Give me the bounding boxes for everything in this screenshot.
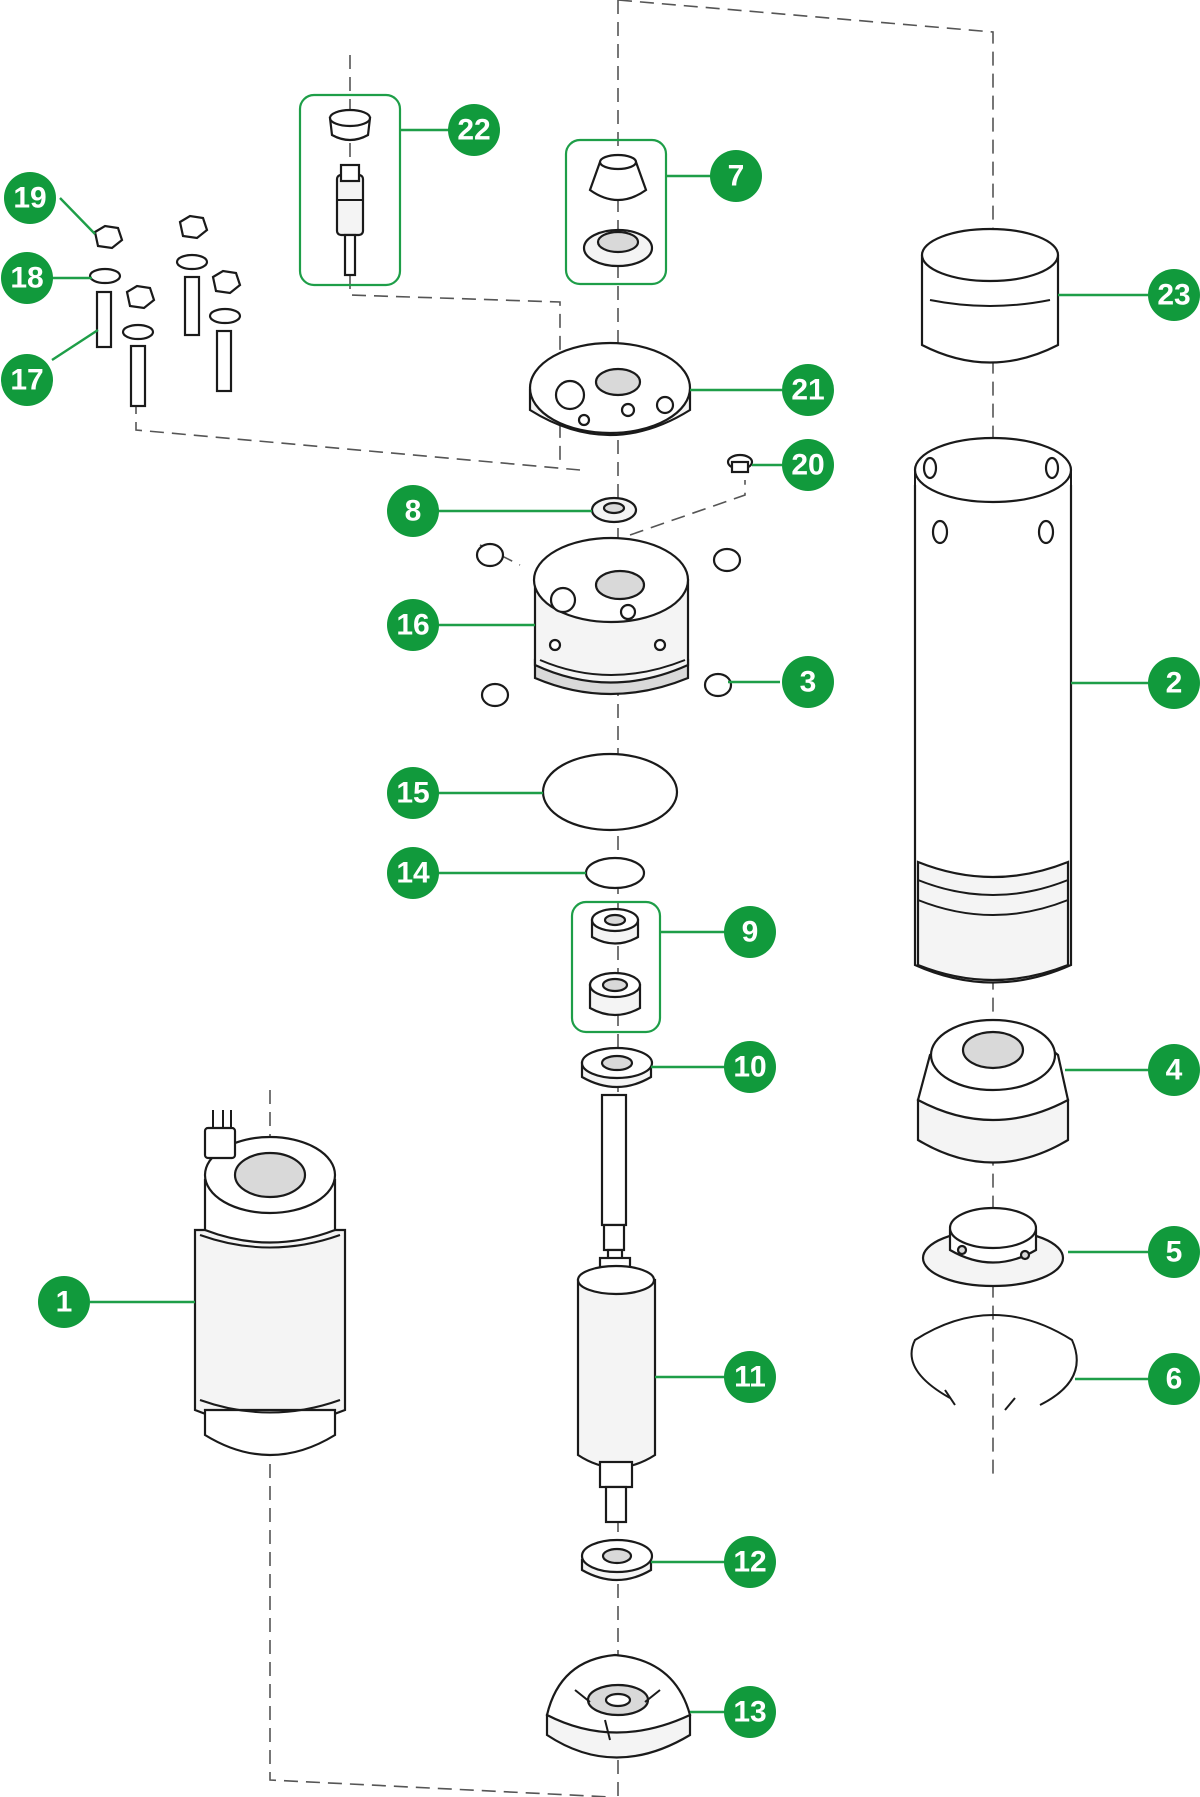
- part-13-bottom-plate: [545, 1653, 692, 1759]
- svg-text:17: 17: [10, 364, 43, 397]
- part-19-nuts: [93, 214, 242, 310]
- leader-lines: [51, 128, 1148, 1714]
- callout-15: 15: [387, 767, 439, 819]
- group-box-9: [570, 900, 662, 1034]
- callout-2: 2: [1148, 657, 1200, 709]
- part-5-bearing-ring: [921, 1206, 1065, 1288]
- callout-19: 19: [4, 172, 56, 224]
- part-10-upper-bearing: [580, 1046, 654, 1088]
- svg-text:5: 5: [1166, 1236, 1183, 1269]
- svg-text:14: 14: [396, 857, 430, 890]
- part-7-seal-set: [582, 153, 654, 268]
- svg-text:20: 20: [791, 449, 824, 482]
- callout-10: 10: [724, 1041, 776, 1093]
- svg-text:2: 2: [1166, 667, 1183, 700]
- svg-text:18: 18: [10, 262, 43, 295]
- callout-9: 9: [724, 906, 776, 958]
- svg-text:4: 4: [1166, 1054, 1183, 1087]
- svg-text:6: 6: [1166, 1363, 1183, 1396]
- part-6-circlip: [910, 1314, 1078, 1411]
- callout-6: 6: [1148, 1353, 1200, 1405]
- svg-text:9: 9: [742, 916, 759, 949]
- part-22-cable-plug: [328, 108, 372, 277]
- svg-text:23: 23: [1157, 279, 1190, 312]
- part-15-large-o-ring: [541, 752, 679, 832]
- callout-5: 5: [1148, 1226, 1200, 1278]
- callout-23: 23: [1148, 269, 1200, 321]
- group-boxes: [298, 93, 668, 1034]
- callout-7: 7: [710, 150, 762, 202]
- assembly-axis-lines: [135, 0, 994, 1797]
- part-1-motor-stator: [193, 1110, 347, 1456]
- callout-18: 18: [1, 252, 53, 304]
- group-box-7: [564, 138, 668, 286]
- callout-16: 16: [387, 599, 439, 651]
- callout-17: 17: [1, 354, 53, 406]
- callout-13: 13: [724, 1686, 776, 1738]
- part-20-plug-screw: [726, 453, 754, 474]
- svg-text:21: 21: [791, 374, 824, 407]
- svg-text:16: 16: [396, 609, 429, 642]
- callout-21: 21: [782, 364, 834, 416]
- callout-4: 4: [1148, 1044, 1200, 1096]
- part-21-top-plate: [528, 341, 692, 437]
- part-3-screws: [475, 542, 742, 708]
- callout-3: 3: [782, 656, 834, 708]
- callout-22: 22: [448, 104, 500, 156]
- svg-text:15: 15: [396, 777, 429, 810]
- callout-12: 12: [724, 1536, 776, 1588]
- part-12-lower-bearing: [580, 1538, 654, 1581]
- svg-text:11: 11: [734, 1361, 766, 1394]
- svg-text:13: 13: [733, 1696, 766, 1729]
- svg-text:22: 22: [457, 114, 490, 147]
- part-4-end-cap: [916, 1018, 1070, 1164]
- callout-14: 14: [387, 847, 439, 899]
- callout-20: 20: [782, 439, 834, 491]
- callout-1: 1: [38, 1276, 90, 1328]
- part-9-mechanical-seal: [588, 907, 642, 1017]
- callout-11: 11: [724, 1351, 776, 1403]
- group-box-22: [298, 93, 402, 287]
- part-23-short-sleeve: [920, 227, 1060, 364]
- svg-text:1: 1: [56, 1286, 73, 1319]
- part-8-ring: [590, 496, 638, 524]
- part-18-washers: [88, 253, 242, 341]
- svg-text:12: 12: [733, 1546, 766, 1579]
- svg-text:7: 7: [728, 160, 745, 193]
- svg-text:8: 8: [405, 495, 422, 528]
- part-16-housing-block: [532, 536, 690, 696]
- svg-text:10: 10: [733, 1051, 766, 1084]
- svg-text:19: 19: [13, 182, 46, 215]
- part-14-small-o-ring: [584, 856, 646, 890]
- callout-8: 8: [387, 485, 439, 537]
- part-11-rotor-shaft: [576, 1093, 657, 1524]
- svg-text:3: 3: [800, 666, 817, 699]
- part-2-outer-sleeve: [913, 436, 1073, 984]
- part-17-studs: [95, 275, 233, 408]
